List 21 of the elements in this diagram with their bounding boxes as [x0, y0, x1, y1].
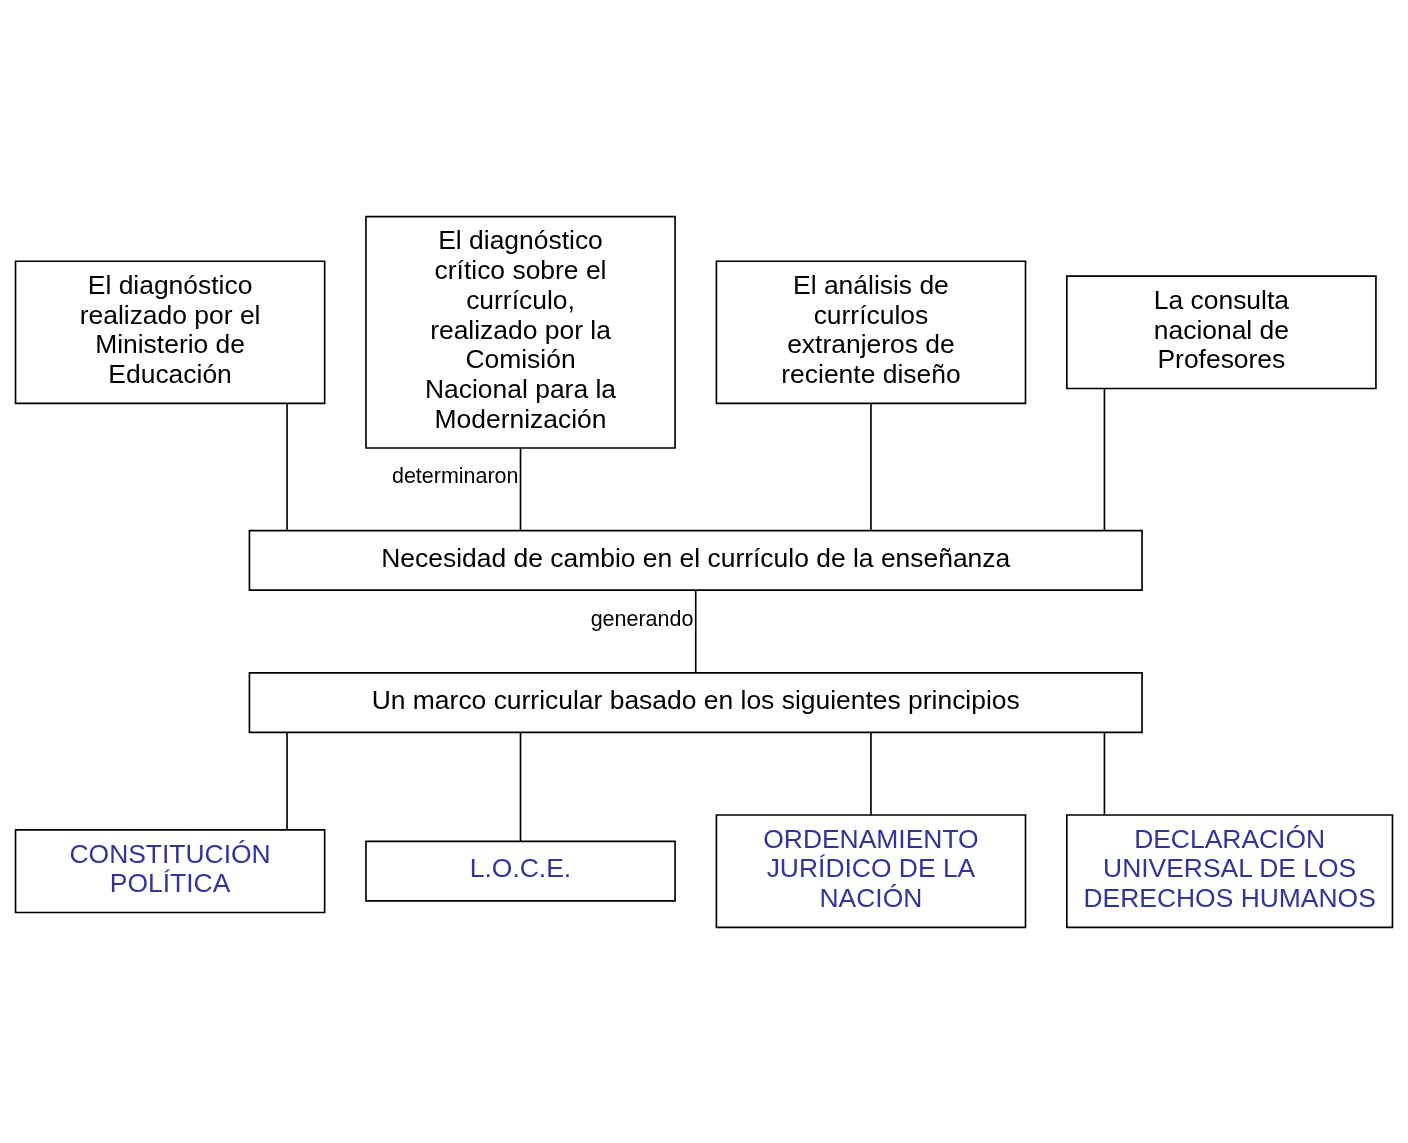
node-box: El diagnóstico realizado por el Ministerio de Educación: [14, 259, 326, 404]
node-box: L.O.C.E.: [365, 840, 676, 902]
connector: [1103, 731, 1106, 816]
node-box: Necesidad de cambio en el currículo de la enseñanza: [248, 529, 1143, 591]
node-box: DECLARACIÓN UNIVERSAL DE LOS DERECHOS HUMANOS: [1066, 813, 1394, 928]
node-box: ORDENAMIENTO JURÍDICO DE LA NACIÓN: [715, 813, 1027, 928]
connector: [870, 402, 872, 531]
edge-label: generando: [590, 606, 694, 631]
connector: [870, 731, 872, 816]
node-box: Un marco curricular basado en los siguientes principios: [248, 671, 1143, 733]
connector: [519, 447, 522, 531]
connector: [286, 402, 288, 531]
node-box: CONSTITUCIÓN POLÍTICA: [14, 828, 326, 913]
node-box: La consulta nacional de Profesores: [1066, 274, 1377, 389]
node-box: El diagnóstico crítico sobre el currículo, realizado por la Comisión Nacional para la Modernización: [365, 215, 676, 449]
node-box: El análisis de currículos extranjeros de reciente diseño: [715, 259, 1027, 404]
connector: [286, 731, 288, 830]
connector: [519, 731, 522, 842]
connector: [694, 589, 697, 673]
edge-label: determinaron: [391, 463, 519, 488]
connector: [1103, 387, 1106, 531]
